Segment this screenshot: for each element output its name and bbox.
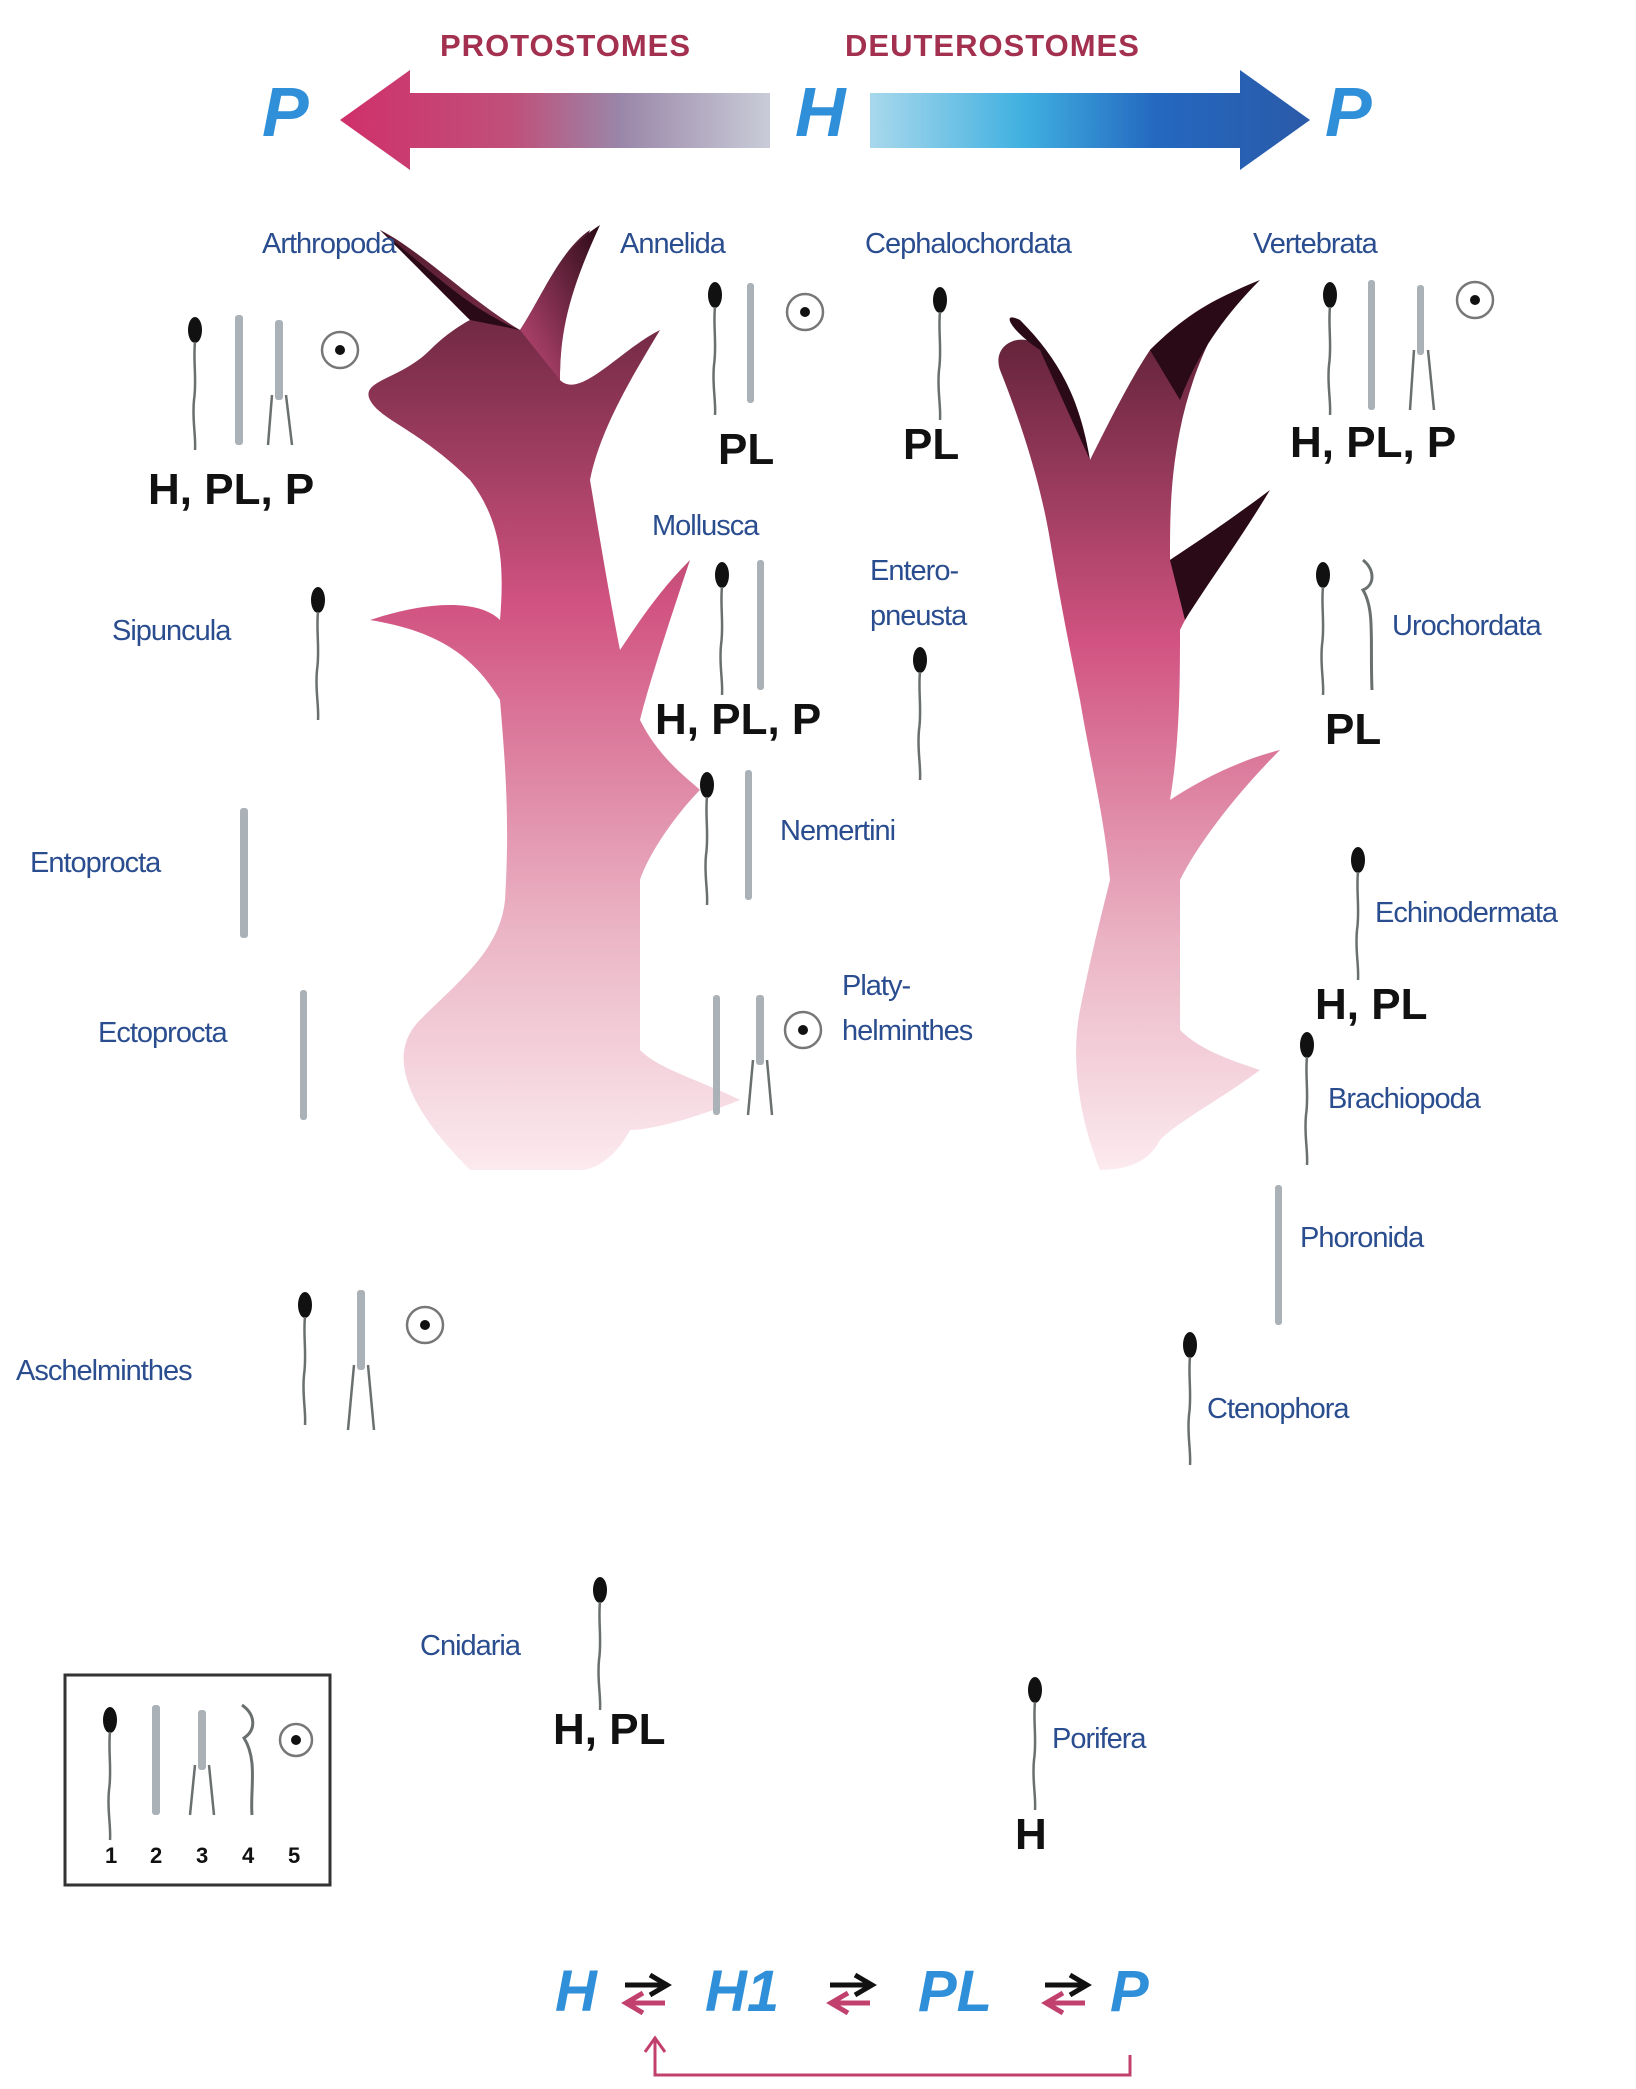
deuterostome-tree [998, 280, 1280, 1170]
taxon-echinodermata: Echinodermata [1375, 897, 1557, 930]
taxon-entoprocta: Entoprocta [30, 847, 160, 880]
taxon-brachiopoda: Brachiopoda [1328, 1083, 1480, 1116]
taxon-cephalochordata: Cephalochordata [865, 228, 1071, 261]
code-porifera: H [1015, 1810, 1047, 1860]
taxon-ctenophora: Ctenophora [1207, 1393, 1349, 1426]
code-echinodermata: H, PL [1315, 980, 1427, 1030]
sperm-icons-urochordata [1316, 560, 1372, 695]
sperm-icons-entoprocta [240, 808, 248, 938]
code-cephalochordata: PL [903, 420, 959, 470]
taxon-enteropneusta-line1: Entero- [870, 555, 958, 588]
taxon-ectoprocta: Ectoprocta [98, 1017, 227, 1050]
taxon-annelida: Annelida [620, 228, 725, 261]
sperm-icons-mollusca [715, 560, 764, 695]
sperm-icons-cnidaria [593, 1577, 607, 1710]
protostome-arrow [340, 70, 770, 170]
center-h-letter: H [795, 72, 846, 152]
code-arthropoda: H, PL, P [148, 465, 314, 515]
code-vertebrata: H, PL, P [1290, 418, 1456, 468]
sperm-icons-enteropneusta [913, 647, 927, 780]
sequence-h: H [555, 1958, 597, 2025]
sperm-icons-phoronida [1275, 1185, 1282, 1325]
legend-number-4: 4 [242, 1843, 254, 1869]
deuterostome-arrow [870, 70, 1310, 170]
taxon-platyhelminthes-line2: helminthes [842, 1015, 972, 1048]
taxon-aschelminthes: Aschelminthes [16, 1355, 192, 1388]
protostomes-label: PROTOSTOMES [440, 28, 691, 64]
taxon-mollusca: Mollusca [652, 510, 758, 543]
code-cnidaria: H, PL [553, 1705, 665, 1755]
taxon-cnidaria: Cnidaria [420, 1630, 520, 1663]
legend-number-2: 2 [150, 1843, 162, 1869]
sperm-icons-sipuncula [311, 587, 325, 720]
sperm-icons-nemertini [700, 770, 752, 905]
taxon-phoronida: Phoronida [1300, 1222, 1423, 1255]
taxon-platyhelminthes-line1: Platy- [842, 970, 910, 1003]
sequence-h1: H1 [705, 1958, 779, 2025]
code-annelida: PL [718, 425, 774, 475]
sperm-icons-ectoprocta [300, 990, 307, 1120]
left-p-letter: P [262, 72, 309, 152]
sperm-icons-annelida [708, 282, 823, 415]
right-p-letter: P [1325, 72, 1372, 152]
sperm-icons-porifera [1028, 1677, 1042, 1810]
taxon-urochordata: Urochordata [1392, 610, 1541, 643]
sperm-icons-echinodermata [1351, 847, 1365, 980]
sequence-p: P [1110, 1958, 1149, 2025]
sperm-icons-cephalochordata [933, 287, 947, 420]
sperm-icons-vertebrata [1323, 280, 1493, 415]
taxon-enteropneusta-line2: pneusta [870, 600, 966, 633]
sperm-icons-brachiopoda [1300, 1032, 1314, 1165]
code-urochordata: PL [1325, 705, 1381, 755]
sperm-icons-aschelminthes [298, 1290, 443, 1430]
code-mollusca: H, PL, P [655, 695, 821, 745]
sequence-arrows [625, 1975, 1130, 2075]
taxon-vertebrata: Vertebrata [1253, 228, 1377, 261]
legend-number-3: 3 [196, 1843, 208, 1869]
sperm-icons-ctenophora [1183, 1332, 1197, 1465]
sperm-icons-arthropoda [188, 315, 358, 450]
legend-number-5: 5 [288, 1843, 300, 1869]
taxon-arthropoda: Arthropoda [262, 228, 396, 261]
legend-number-1: 1 [105, 1843, 117, 1869]
taxon-nemertini: Nemertini [780, 815, 895, 848]
deuterostomes-label: DEUTEROSTOMES [845, 28, 1140, 64]
sequence-pl: PL [918, 1958, 992, 2025]
taxon-sipuncula: Sipuncula [112, 615, 230, 648]
taxon-porifera: Porifera [1052, 1723, 1146, 1756]
